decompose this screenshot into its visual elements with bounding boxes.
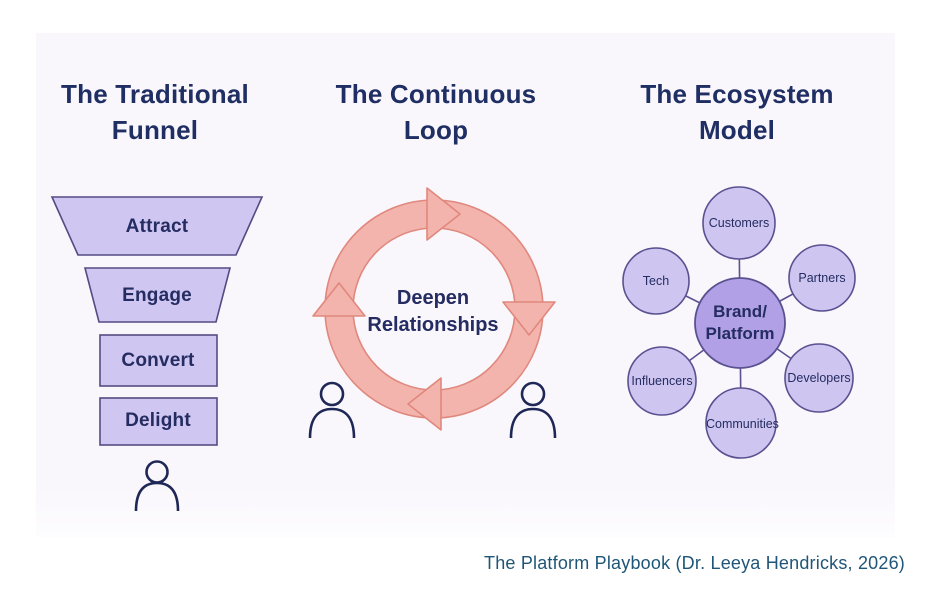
eco-hub-label-line1: Brand/: [713, 302, 767, 321]
loop-arrow-left-icon: [312, 282, 366, 317]
eco-node-customers-label: Customers: [708, 216, 770, 230]
eco-node-customers-circle: [702, 186, 776, 260]
person-left-icon: [308, 381, 356, 439]
attribution-text: The Platform Playbook (Dr. Leeya Hendric…: [484, 553, 905, 573]
funnel-stage-delight-shape: [99, 397, 218, 446]
customer-person-icon: [134, 460, 180, 512]
eco-node-tech-circle: [622, 247, 690, 315]
eco-hub-circle: [694, 277, 786, 369]
loop-diagram: [308, 187, 557, 439]
loop-arrow-top-icon: [426, 187, 461, 241]
eco-node-tech-label: Tech: [642, 274, 670, 288]
eco-node-partners-circle: [788, 244, 856, 312]
loop-center-label: Deepen Relationships: [367, 287, 499, 336]
funnel-diagram: [50, 196, 264, 512]
eco-node-influencers-label: Influencers: [631, 374, 693, 388]
eco-node-influencers-circle: [627, 346, 697, 416]
funnel-stage-convert-shape: [99, 334, 218, 387]
ecosystem-title: The Ecosystem Model: [640, 79, 834, 145]
eco-hub-label: Brand/Platform: [692, 301, 788, 345]
eco-node-developers-circle: [784, 343, 854, 413]
eco-hub-label-line2: Platform: [705, 324, 775, 343]
loop-arrow-bottom-icon: [407, 377, 442, 431]
funnel-stage-attract-shape: [50, 196, 264, 256]
funnel-stage-engage-shape: [83, 267, 232, 323]
loop-arrow-right-icon: [502, 301, 556, 336]
funnel-stage-attract-label: Attract: [125, 216, 189, 237]
funnel-stage-delight-label: Delight: [125, 410, 191, 431]
eco-node-partners-label: Partners: [798, 271, 846, 285]
eco-node-developers-label: Developers: [787, 371, 851, 385]
person-right-icon: [509, 381, 557, 439]
loop-title: The Continuous Loop: [335, 79, 537, 145]
funnel-title: The Traditional Funnel: [61, 79, 249, 145]
funnel-stage-convert-label: Convert: [121, 350, 195, 371]
eco-node-communities-circle: [705, 387, 777, 459]
ecosystem-diagram: [622, 186, 856, 459]
funnel-stage-engage-label: Engage: [122, 285, 192, 306]
eco-node-communities-label: Communities: [706, 417, 779, 431]
